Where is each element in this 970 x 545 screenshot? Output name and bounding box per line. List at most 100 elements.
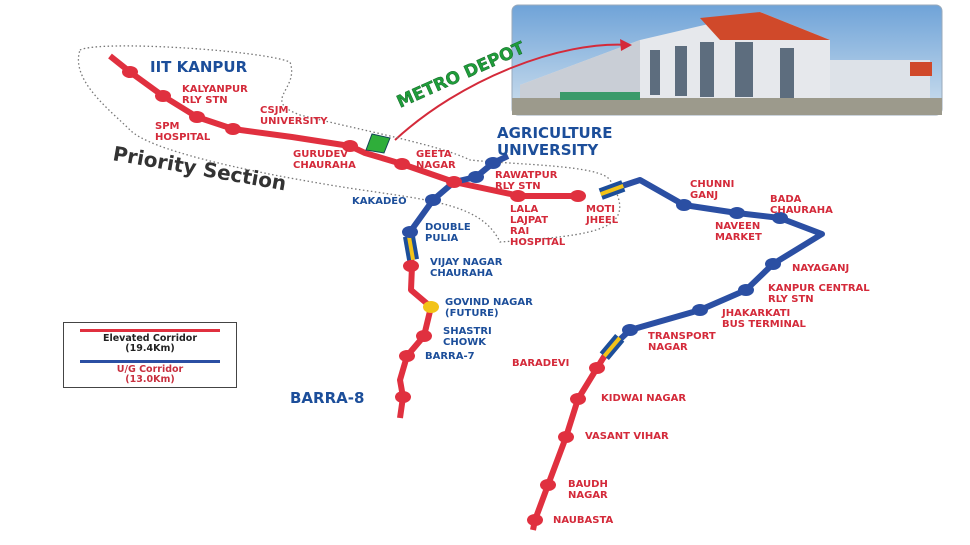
terminal-agriculture-university-line1: AGRICULTURE <box>497 124 613 142</box>
station-label: UNIVERSITY <box>260 116 328 127</box>
station-dot[interactable] <box>570 190 586 202</box>
station-label: HOSPITAL <box>155 132 211 143</box>
station-dot[interactable] <box>446 176 462 188</box>
station-kidwai-nagar[interactable]: KIDWAI NAGAR <box>570 393 686 405</box>
station-label: BAUDH <box>568 479 608 490</box>
station-label: PULIA <box>425 233 459 244</box>
station-dot[interactable] <box>692 304 708 316</box>
station-label: NAVEEN <box>715 221 760 232</box>
station-label: TRANSPORT <box>648 331 716 342</box>
station-label: BARADEVI <box>512 358 569 369</box>
station-label: MOTI <box>586 204 615 215</box>
station-dot[interactable] <box>403 260 419 272</box>
station-label: RAWATPUR <box>495 170 558 181</box>
station-dot[interactable] <box>676 199 692 211</box>
terminal-barra-8: BARRA-8 <box>290 389 364 407</box>
station-dot[interactable] <box>558 431 574 443</box>
station-kakadeo[interactable]: KAKADEO <box>352 194 441 207</box>
station-dot[interactable] <box>622 324 638 336</box>
station-label: CHAURAHA <box>293 160 356 171</box>
station-label: SHASTRI <box>443 326 492 337</box>
station-label: CHOWK <box>443 337 487 348</box>
station-dot[interactable] <box>527 514 543 526</box>
station-label: NAGAR <box>568 490 608 501</box>
station-dot[interactable] <box>510 190 526 202</box>
station-dot[interactable] <box>729 207 745 219</box>
station-label: JHAKARKATI <box>721 308 790 319</box>
station-dot[interactable] <box>225 123 241 135</box>
station-baradevi[interactable]: BARADEVI <box>512 358 605 374</box>
metro-line-segment <box>609 177 825 350</box>
station-label: CHAURAHA <box>430 268 493 279</box>
station-label: KAKADEO <box>352 196 407 207</box>
interchange-ramp-icon <box>598 180 626 200</box>
station-dot[interactable] <box>589 362 605 374</box>
station-dot[interactable] <box>342 140 358 152</box>
station-dot[interactable] <box>399 350 415 362</box>
station-dot[interactable] <box>425 194 441 206</box>
station-label: KIDWAI NAGAR <box>601 393 686 404</box>
station-dot[interactable] <box>765 258 781 270</box>
station-dot[interactable] <box>772 212 788 224</box>
station-label: NAYAGANJ <box>792 263 849 274</box>
metro-depot-label: METRO DEPOT <box>394 38 528 112</box>
station-dot[interactable] <box>155 90 171 102</box>
station-dot[interactable] <box>485 157 501 169</box>
station-vasant-vihar[interactable]: VASANT VIHAR <box>558 431 669 443</box>
station-dot[interactable] <box>402 226 418 238</box>
station-label: CSJM <box>260 105 288 116</box>
station-label: NAGAR <box>648 342 688 353</box>
station-dot[interactable] <box>540 479 556 491</box>
station-naubasta[interactable]: NAUBASTA <box>527 514 614 526</box>
station-label: GANJ <box>690 190 718 201</box>
legend: Elevated Corridor (19.4Km) U/G Corridor … <box>63 322 237 388</box>
station-label: BARRA-7 <box>425 351 475 362</box>
station-label: NAUBASTA <box>553 515 614 526</box>
depot-marker <box>365 133 391 154</box>
metro-depot-photo <box>511 4 943 116</box>
legend-elevated-label: Elevated Corridor <box>102 333 198 344</box>
station-label: RAI <box>510 226 529 237</box>
station-dot[interactable] <box>423 301 439 313</box>
station-dot[interactable] <box>189 111 205 123</box>
station-dot[interactable] <box>394 158 410 170</box>
legend-elevated-swatch <box>80 329 220 332</box>
station-label: VASANT VIHAR <box>585 431 669 442</box>
legend-ug-length: (13.0Km) <box>125 374 175 385</box>
station-govind-nagar[interactable]: GOVIND NAGAR(FUTURE) <box>423 297 533 319</box>
legend-elevated-length: (19.4Km) <box>125 343 175 354</box>
legend-ug-swatch <box>80 360 220 363</box>
station-dot[interactable] <box>738 284 754 296</box>
station-dot[interactable] <box>122 66 138 78</box>
station-dot[interactable] <box>468 171 484 183</box>
station-dot[interactable] <box>570 393 586 405</box>
station-label: GOVIND NAGAR <box>445 297 533 308</box>
station-dot[interactable] <box>395 391 411 403</box>
station-label: (FUTURE) <box>445 308 499 319</box>
station-dot[interactable] <box>416 330 432 342</box>
station-nayaganj[interactable]: NAYAGANJ <box>765 258 849 274</box>
station-label: MARKET <box>715 232 762 243</box>
station-label: NAGAR <box>416 160 456 171</box>
station-label: SPM <box>155 121 180 132</box>
station-barra-7[interactable]: BARRA-7 <box>399 350 475 362</box>
